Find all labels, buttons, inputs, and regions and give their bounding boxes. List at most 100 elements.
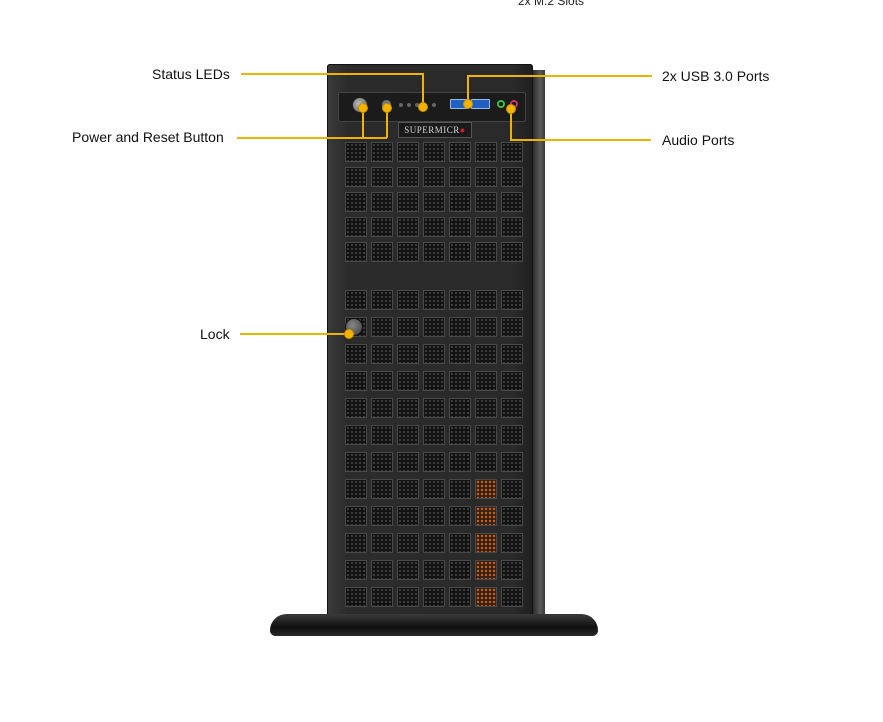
drive-bay <box>449 142 471 162</box>
drive-bay <box>345 371 367 391</box>
drive-bay <box>371 425 393 445</box>
power-reset-line-drop-2 <box>386 108 388 138</box>
drive-bay <box>345 142 367 162</box>
drive-bay <box>475 192 497 212</box>
drive-bay <box>501 192 523 212</box>
drive-bay <box>449 242 471 262</box>
drive-bay <box>371 317 393 337</box>
drive-bay <box>475 317 497 337</box>
drive-bay <box>345 398 367 418</box>
status-leds-line <box>241 73 424 75</box>
drive-bay <box>397 533 419 553</box>
drive-bay <box>371 533 393 553</box>
drive-bay <box>475 290 497 310</box>
audio-port-icon <box>497 100 505 108</box>
drive-bay <box>501 167 523 187</box>
drive-bay-accent <box>475 479 497 499</box>
drive-bay <box>423 425 445 445</box>
drive-bay <box>345 506 367 526</box>
drive-bay <box>449 425 471 445</box>
power-reset-label: Power and Reset Button <box>72 129 224 145</box>
drive-bay-accent <box>475 587 497 607</box>
power-button-marker <box>358 103 368 113</box>
drive-bay <box>397 479 419 499</box>
drive-bay-accent <box>475 506 497 526</box>
drive-bay <box>423 167 445 187</box>
status-leds-label: Status LEDs <box>152 66 230 82</box>
drive-bay <box>449 533 471 553</box>
upper-drive-bays <box>345 142 523 262</box>
lower-drive-bays <box>345 290 523 607</box>
drive-bay <box>423 560 445 580</box>
audio-ports-line <box>510 139 651 141</box>
usb-ports-marker <box>463 99 473 109</box>
drive-bay <box>345 217 367 237</box>
m2-slots-caption: 2x M.2 Slots <box>518 0 585 8</box>
drive-bay <box>345 452 367 472</box>
tower-base <box>270 614 598 636</box>
drive-bay <box>449 290 471 310</box>
drive-bay <box>423 142 445 162</box>
drive-bay <box>371 142 393 162</box>
drive-bay <box>475 344 497 364</box>
drive-bay <box>345 425 367 445</box>
audio-ports-label: Audio Ports <box>662 132 735 148</box>
status-leds-line-drop <box>422 73 424 106</box>
drive-bay <box>397 290 419 310</box>
drive-bay <box>345 344 367 364</box>
drive-bay-accent <box>475 533 497 553</box>
drive-bay <box>449 479 471 499</box>
drive-bay <box>501 371 523 391</box>
drive-bay <box>371 452 393 472</box>
drive-bay <box>345 479 367 499</box>
drive-bay <box>423 533 445 553</box>
reset-button-marker <box>382 103 392 113</box>
lock-label: Lock <box>200 326 230 342</box>
logo-mark: ● <box>459 125 466 135</box>
drive-bay <box>423 371 445 391</box>
drive-bay <box>501 217 523 237</box>
drive-bay <box>423 217 445 237</box>
drive-bay <box>397 317 419 337</box>
lock-marker <box>344 329 354 339</box>
drive-bay <box>371 217 393 237</box>
drive-bay <box>371 242 393 262</box>
drive-bay <box>501 452 523 472</box>
power-reset-line-drop-1 <box>362 108 364 138</box>
drive-bay <box>449 398 471 418</box>
drive-bay <box>371 290 393 310</box>
drive-bay <box>423 242 445 262</box>
drive-bay-accent <box>475 560 497 580</box>
drive-bay <box>423 587 445 607</box>
drive-bay <box>397 142 419 162</box>
drive-bay <box>501 506 523 526</box>
drive-bay <box>449 344 471 364</box>
drive-bay <box>397 192 419 212</box>
drive-bay <box>475 167 497 187</box>
drive-bay <box>475 142 497 162</box>
drive-bay <box>397 242 419 262</box>
audio-ports-marker <box>506 104 516 114</box>
status-led-icon <box>415 103 419 107</box>
drive-bay <box>449 167 471 187</box>
chassis-side-panel <box>533 70 545 622</box>
drive-bay <box>501 290 523 310</box>
drive-bay <box>501 425 523 445</box>
drive-bay <box>345 560 367 580</box>
drive-bay <box>449 452 471 472</box>
drive-bay <box>397 398 419 418</box>
status-led-icon <box>399 103 403 107</box>
lock-line <box>240 333 348 335</box>
drive-bay <box>501 317 523 337</box>
drive-bay <box>371 192 393 212</box>
drive-bay <box>423 452 445 472</box>
drive-bay <box>371 167 393 187</box>
status-led-icon <box>407 103 411 107</box>
drive-bay <box>345 587 367 607</box>
drive-bay <box>371 398 393 418</box>
drive-bay <box>371 560 393 580</box>
front-io-panel <box>338 92 526 122</box>
supermicro-logo: SUPERMICR● <box>398 122 472 138</box>
drive-bay <box>371 371 393 391</box>
drive-bay <box>397 344 419 364</box>
